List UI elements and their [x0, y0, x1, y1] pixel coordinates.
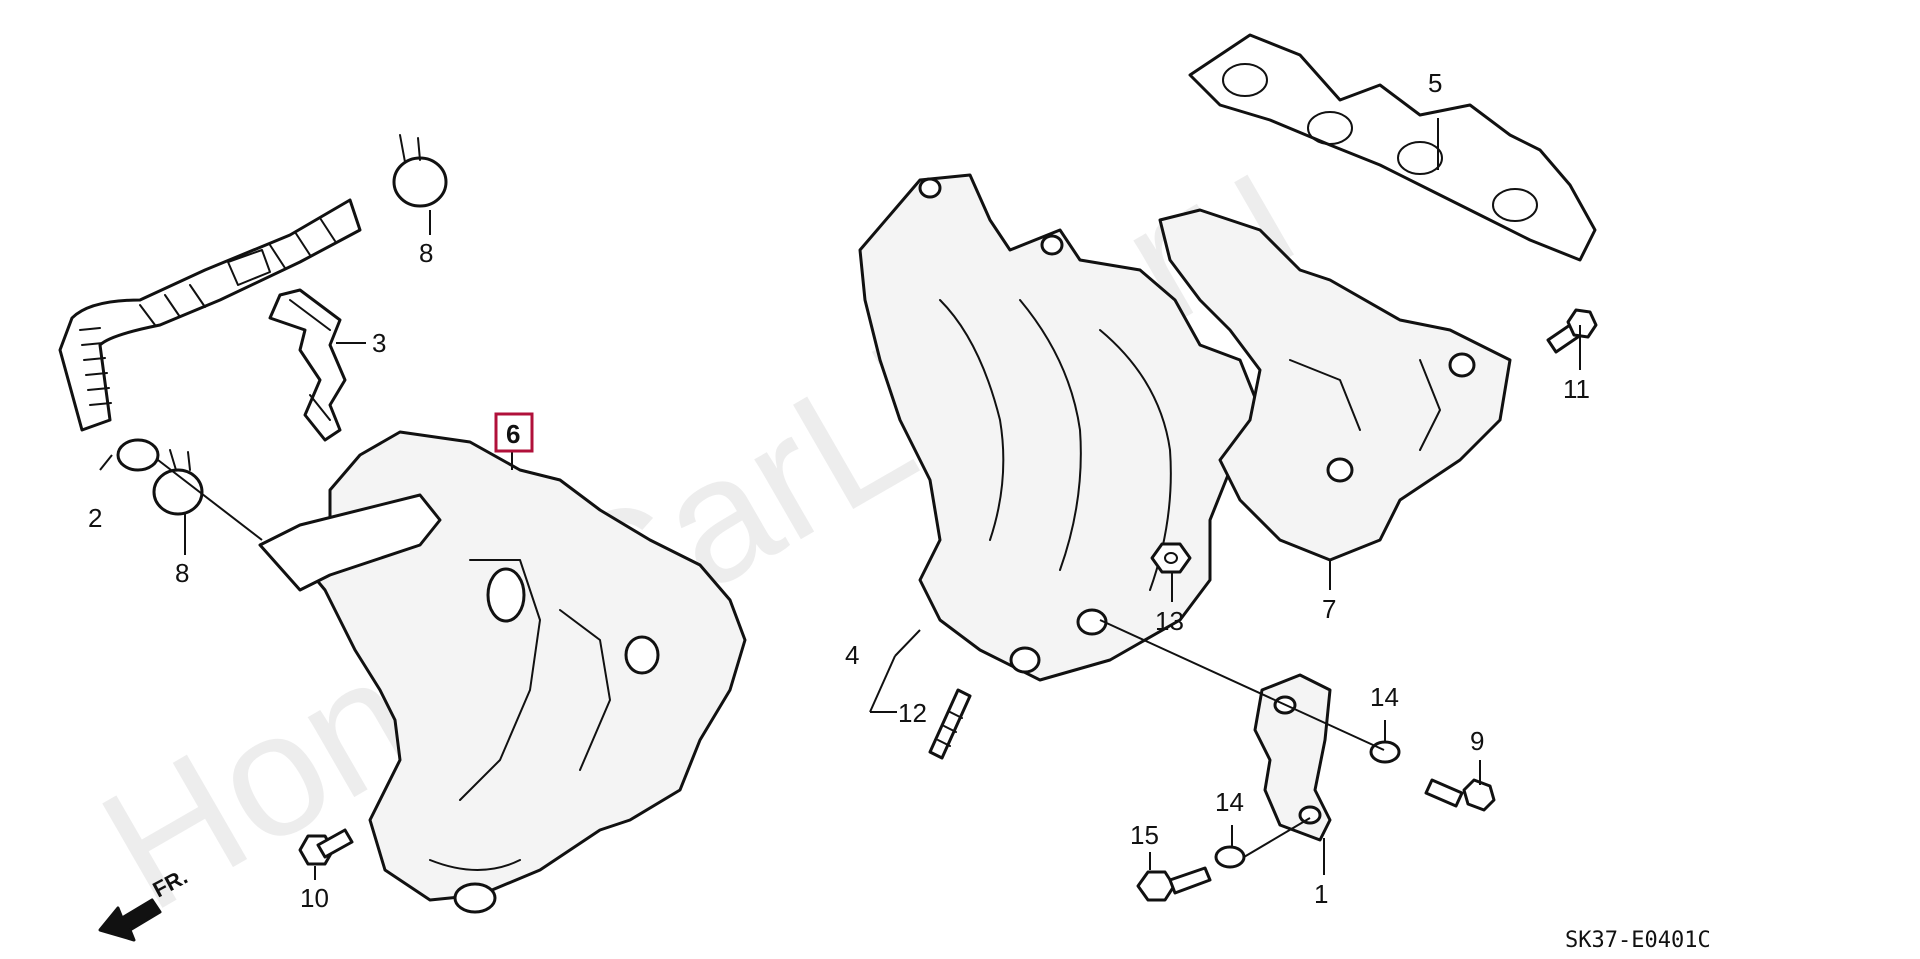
manifold-cover-part-7[interactable]	[1158, 208, 1512, 562]
stud-part-12[interactable]	[928, 688, 972, 760]
bolt-part-10[interactable]	[298, 828, 354, 866]
bolt-part-15[interactable]	[1136, 866, 1212, 902]
bolt-part-9[interactable]	[1424, 778, 1496, 812]
callout-6[interactable]: 6	[506, 419, 520, 449]
callout-1[interactable]: 1	[1314, 879, 1328, 909]
bolt-part-11[interactable]	[1546, 308, 1598, 354]
bracket-part-1[interactable]	[1253, 673, 1332, 842]
washer-part-14-lower[interactable]	[1214, 845, 1246, 869]
callout-9[interactable]: 9	[1470, 726, 1484, 756]
callout-8-upper[interactable]: 8	[419, 238, 433, 268]
callout-2[interactable]: 2	[88, 503, 102, 533]
callout-11[interactable]: 11	[1563, 374, 1590, 404]
diagram-code: SK37-E0401C	[1565, 928, 1711, 953]
callout-14-upper[interactable]: 14	[1370, 682, 1399, 712]
nut-part-13[interactable]	[1150, 542, 1192, 574]
callout-10[interactable]: 10	[300, 883, 329, 913]
hose-clamp-part-8-upper[interactable]	[392, 134, 448, 208]
hose-clamp-part-8-lower[interactable]	[152, 449, 204, 516]
callout-14-lower[interactable]: 14	[1215, 787, 1244, 817]
callout-15[interactable]: 15	[1130, 820, 1159, 850]
callout-8-lower[interactable]: 8	[175, 558, 189, 588]
breather-hose-part-2[interactable]	[58, 198, 362, 472]
hose-clip-part-3[interactable]	[268, 288, 347, 442]
callout-12[interactable]: 12	[898, 698, 927, 728]
heat-shield-part-6[interactable]	[258, 430, 747, 914]
callout-4[interactable]: 4	[845, 640, 859, 670]
callout-3[interactable]: 3	[372, 328, 386, 358]
exhaust-gasket-part-5[interactable]	[1188, 33, 1597, 262]
callout-6-highlighted[interactable]: 6	[494, 412, 534, 453]
callout-13[interactable]: 13	[1155, 606, 1184, 636]
callout-7[interactable]: 7	[1322, 594, 1336, 624]
callout-5[interactable]: 5	[1428, 68, 1442, 98]
leader-lines	[99, 118, 1581, 880]
